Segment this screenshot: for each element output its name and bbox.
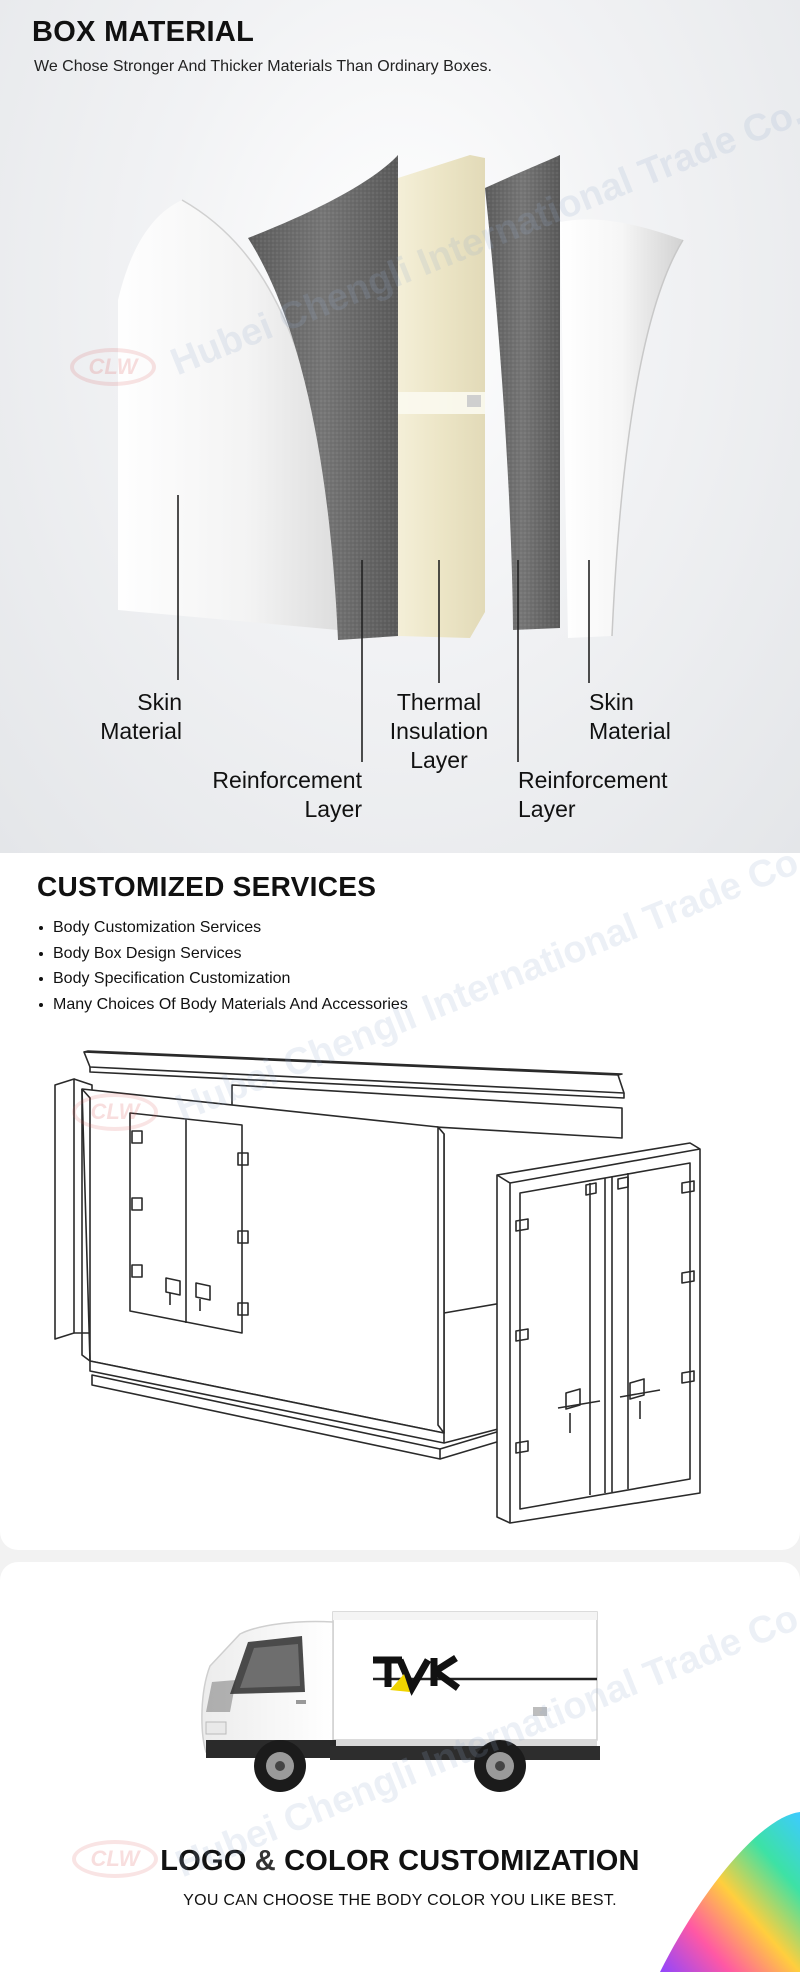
logo-color-subtitle: YOU CAN CHOOSE THE BODY COLOR YOU LIKE B…	[183, 1892, 617, 1909]
service-item: Many Choices Of Body Materials And Acces…	[38, 992, 408, 1018]
truck-logo-text: TVK	[373, 1701, 375, 1703]
box-material-section: BOX MATERIAL We Chose Stronger And Thick…	[0, 0, 800, 853]
front-wheel	[254, 1740, 306, 1792]
logo-color-title: LOGO & COLOR CUSTOMIZATION	[160, 1845, 640, 1877]
customized-services-title: CUSTOMIZED SERVICES	[37, 871, 377, 902]
service-item: Body Specification Customization	[38, 966, 408, 992]
service-item: Body Box Design Services	[38, 941, 408, 967]
watermark-logo: CLW	[72, 1093, 158, 1131]
label-thermal-insulation-layer: Thermal Insulation Layer	[389, 689, 489, 773]
label-reinforcement-layer-left: Reinforcement Layer	[212, 767, 362, 822]
watermark-logo: CLW	[70, 348, 156, 386]
truck-cargo-box	[332, 1611, 598, 1741]
box-material-subtitle: We Chose Stronger And Thicker Materials …	[34, 58, 492, 75]
rear-wheel	[474, 1740, 526, 1792]
customized-services-section: CUSTOMIZED SERVICES Body Customization S…	[0, 853, 800, 1550]
label-skin-material-right: Skin Material	[589, 689, 671, 744]
label-reinforcement-layer-right: Reinforcement Layer	[518, 767, 668, 822]
label-skin-material-left: Skin Material	[100, 689, 182, 744]
color-swatch-corner	[660, 1812, 800, 1972]
box-material-title: BOX MATERIAL	[32, 16, 255, 48]
services-list: Body Customization Services Body Box Des…	[38, 915, 408, 1017]
logo-color-section: TVK LOGO & COLOR CUSTOMIZATION YOU CAN C…	[0, 1562, 800, 1972]
service-item: Body Customization Services	[38, 915, 408, 941]
watermark-logo: CLW	[72, 1840, 158, 1878]
truck-illustration: TVK	[201, 1611, 800, 1972]
panel-layers-illustration	[118, 155, 684, 762]
skin-material-right-sheet	[560, 219, 683, 638]
skin-material-left-sheet	[118, 200, 338, 630]
exploded-box-line-drawing	[54, 1050, 701, 1524]
